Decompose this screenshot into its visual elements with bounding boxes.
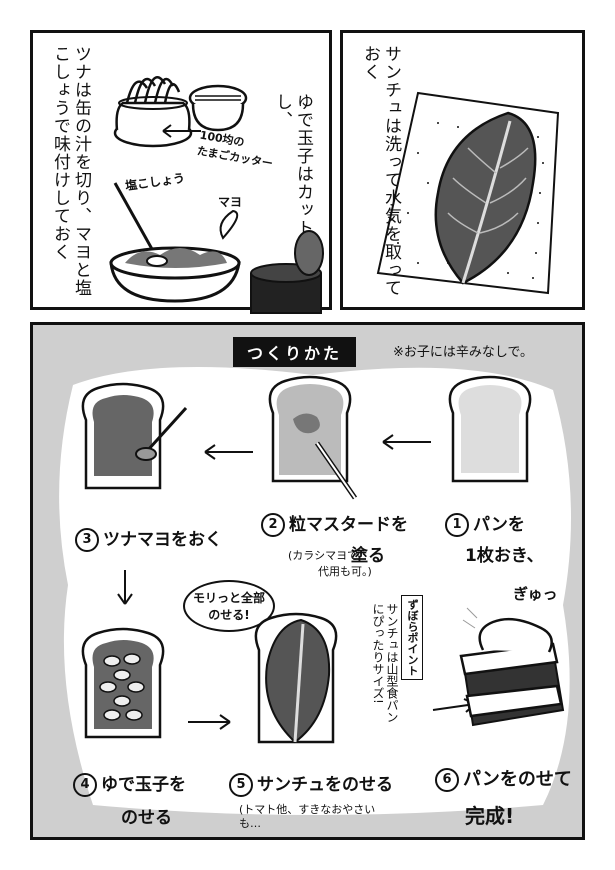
egg-cut-text: ゆで玉子はカットし、: [272, 93, 313, 237]
speech-bubble: モリっと全部のせる!: [183, 580, 275, 632]
mayo-label: マヨ: [218, 195, 243, 209]
sandwich-press-illustration: [459, 607, 565, 727]
squish-sound: ぎゅっ: [513, 585, 558, 603]
arrow-step3-to-4: [117, 570, 133, 605]
arrow-icon: [162, 124, 201, 138]
step-2-note: (カラシマヨで 代用も可。): [288, 549, 372, 578]
bread-slice-step5: [254, 612, 338, 744]
bread-slice-step1: [448, 375, 532, 483]
panel-tuna-egg: 100均の たまごカッター ゆで玉子はカットし、 ツナは缶の汁を切り、マヨと塩こ…: [30, 30, 332, 314]
tuna-season-text: ツナは缶の汁を切り、マヨと塩こしょうで味付けしておく: [50, 45, 91, 297]
lettuce-wash-text: サンチュは洗って水気を取っておく: [360, 45, 401, 297]
howto-title: つくりかた: [233, 337, 357, 367]
lettuce-leaf-illustration: [434, 111, 537, 285]
bread-slice-step3: [81, 382, 188, 490]
bread-slice-step4: [81, 627, 165, 739]
tuna-can-illustration: [250, 230, 324, 314]
egg-cutter-illustration: [113, 76, 248, 148]
step-5-note: (トマト他、すきなおやさいも…: [239, 803, 376, 830]
bread-slice-step2: [268, 375, 358, 500]
point-text: サンチュは山型食パンにぴったりサイズ!: [371, 603, 399, 723]
arrow-step2-to-3: [204, 444, 253, 460]
arrow-step1-to-2: [382, 434, 431, 450]
tuna-bowl-illustration: [109, 182, 241, 303]
egg-cutter-label: 100均の たまごカッター: [195, 128, 274, 171]
point-tag: ずぼらポイント: [401, 595, 423, 680]
arrow-step4-to-5: [188, 714, 231, 730]
panel-lettuce: サンチュは洗って水気を取っておく: [340, 30, 585, 310]
howto-note: ※お子には辛みなしで。: [393, 345, 533, 360]
white-cloud-background: [59, 367, 571, 815]
